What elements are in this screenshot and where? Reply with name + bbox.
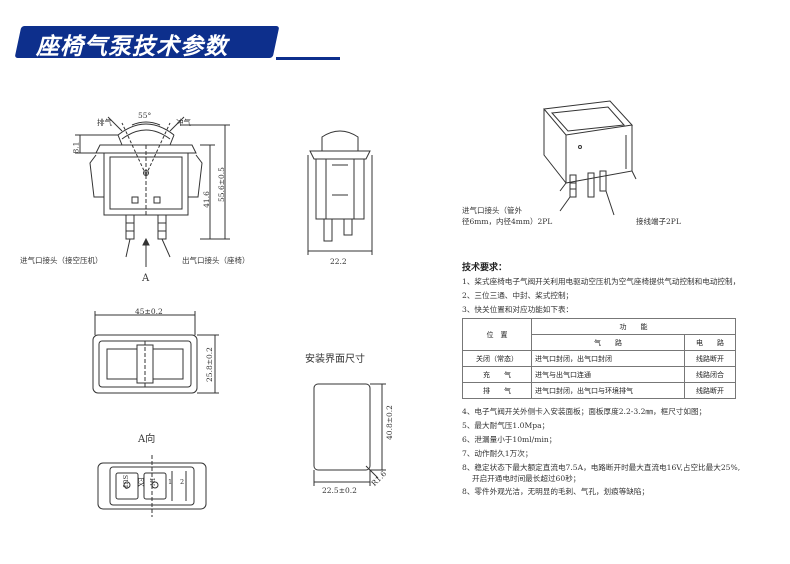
requirement-item: 5、最大耐气压1.0Mpa； xyxy=(462,421,550,430)
requirement-item: 8、零件外观光洁，无明显的毛刺、气孔，划痕等缺陷； xyxy=(462,487,650,496)
iso-inlet-label-2: 径6mm，内径4mm）2PL xyxy=(462,217,553,226)
pin-label-in: IN xyxy=(148,477,157,487)
iso-terminal-label: 接线端子2PL xyxy=(636,217,681,226)
front-view-drawing xyxy=(75,116,230,267)
requirement-item: 开启开通电时间最长超过60秒； xyxy=(462,474,581,483)
requirement-item: 7、动作耐久1万次； xyxy=(462,449,533,458)
top-view-drawing xyxy=(92,311,219,394)
requirement-item: 8、稳定状态下最大额定直流电7.5A，电路断开时最大直流电16V,占空比最大25… xyxy=(462,463,741,472)
view-marker-a: A xyxy=(142,273,150,284)
table-header-circuit: 电 路 xyxy=(684,334,736,351)
angle-label: 55° xyxy=(138,111,152,120)
requirement-item: 3、快关位置和对应功能如下表： xyxy=(462,305,574,314)
iso-view-drawing xyxy=(543,100,637,216)
table-row: 关闭（常态） 进气口封闭，出气口封闭 线路断开 xyxy=(462,350,736,367)
requirement-item: 6、泄漏量小于10ml/min； xyxy=(462,435,557,444)
title-underline xyxy=(276,57,340,60)
pin-label-1: 1 xyxy=(168,478,173,486)
table-cell: 排 气 xyxy=(462,382,532,399)
table-header-function: 功 能 xyxy=(531,318,736,335)
table-cell: 进气口封闭，出气口与环境排气 xyxy=(531,382,685,399)
requirement-item: 1、桨式座椅电子气阀开关利用电驱动空压机为空气座椅提供气动控制和电动控制， xyxy=(462,277,741,286)
table-row: 排 气 进气口封闭，出气口与环境排气 线路断开 xyxy=(462,382,736,399)
pin-label-ex: EX xyxy=(136,477,145,487)
panel-dim-height: 40.8±0.2 xyxy=(384,405,394,440)
panel-dim-width: 22.5±0.2 xyxy=(322,486,357,495)
table-cell: 线路断开 xyxy=(684,382,736,399)
page-title: 座椅气泵技术参数 xyxy=(36,34,228,60)
dim-height-mid: 41.6 xyxy=(201,191,211,208)
bottom-view-drawing xyxy=(97,455,207,517)
side-view-drawing xyxy=(307,130,373,255)
side-dim-width: 22.2 xyxy=(330,257,347,266)
outlet-label: 出气口接头（座椅） xyxy=(182,256,250,265)
table-cell: 进气口封闭，出气口封闭 xyxy=(531,350,685,367)
table-header-position: 位 置 xyxy=(462,318,532,351)
inflate-label: 冲气 xyxy=(176,118,191,127)
table-cell: 进气与出气口连通 xyxy=(531,366,685,383)
table-cell: 关闭（常态） xyxy=(462,350,532,367)
requirement-item: 4、电子气阀开关外侧卡入安装面板；面板厚度2.2-3.2㎜，框尺寸如图； xyxy=(462,407,707,416)
pin-label-2: 2 xyxy=(180,478,185,486)
iso-inlet-label-1: 进气口接头（管外 xyxy=(462,206,522,215)
table-cell: 线路闭合 xyxy=(684,366,736,383)
exhaust-label: 排气 xyxy=(97,118,112,127)
panel-cutout-drawing xyxy=(313,383,386,486)
top-dim-width: 45±0.2 xyxy=(135,307,163,316)
table-cell: 充 气 xyxy=(462,366,532,383)
pin-label-sup: SUP xyxy=(121,474,130,490)
requirement-item: 2、三位三通、中封、桨式控制； xyxy=(462,291,574,300)
spec-table: 位 置 功 能 气 路 电 路 关闭（常态） 进气口封闭，出气口封闭 线路断开 … xyxy=(462,318,736,399)
panel-title: 安装界面尺寸 xyxy=(305,354,365,365)
table-header-air: 气 路 xyxy=(531,334,685,351)
dim-height-total: 55.6±0.5 xyxy=(216,167,226,202)
bottom-view-title: A向 xyxy=(138,434,156,445)
top-dim-height: 25.8±0.2 xyxy=(204,347,214,382)
table-cell: 线路断开 xyxy=(684,350,736,367)
requirements-title: 技术要求： xyxy=(462,263,508,273)
inlet-label: 进气口接头（接空压机） xyxy=(20,256,103,265)
table-row: 充 气 进气与出气口连通 线路闭合 xyxy=(462,366,736,383)
dim-height-small: 8.1 xyxy=(71,141,81,154)
